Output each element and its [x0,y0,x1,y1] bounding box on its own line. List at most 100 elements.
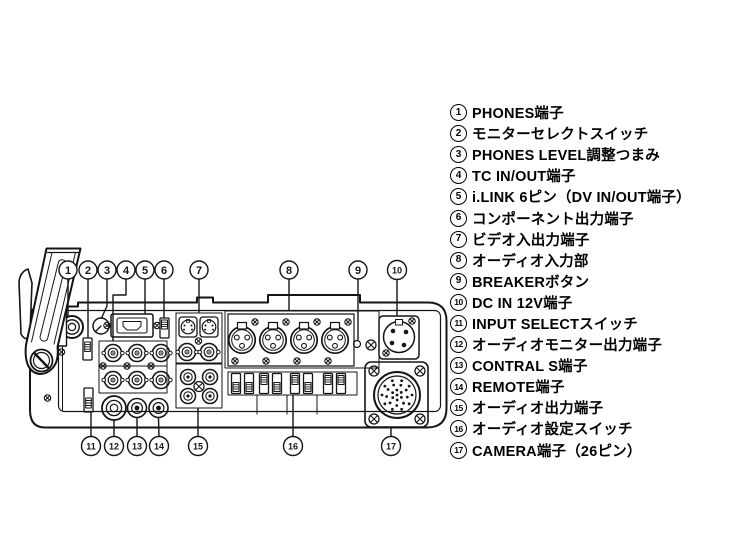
svg-text:11: 11 [86,442,96,452]
legend-item: 9 BREAKERボタン [450,271,691,292]
legend-item: 14 REMOTE端子 [450,376,691,397]
legend-item-number: 13 [450,357,467,375]
svg-text:10: 10 [392,266,402,276]
callout-11: 11 [80,411,102,457]
legend-item: 1 PHONES端子 [450,102,691,123]
legend-item-number: 8 [450,251,467,269]
callout-14: 14 [148,417,170,457]
legend-item-label: PHONES端子 [472,106,564,123]
legend-item: 10 DC IN 12V端子 [450,292,691,313]
callout-2: 2 [78,260,98,338]
legend-item-number: 15 [450,399,467,417]
audio-output-rca-group [179,368,219,405]
dc-in-connector [378,315,420,360]
legend-item: 17 CAMERA端子（26ピン） [450,440,691,461]
legend-item: 7 ビデオ入出力端子 [450,229,691,250]
callout-3: 3 [97,260,117,319]
legend-item-label: モニターセレクトスイッチ [472,127,649,144]
legend-item: 5 i.LINK 6ピン（DV IN/OUT端子） [450,186,691,207]
svg-text:2: 2 [85,265,91,277]
audio-monitor-output-jack [101,395,127,421]
callout-12: 12 [103,420,125,457]
callout-16: 16 [282,394,304,457]
ilink-connector [103,313,161,338]
callout-7: 7 [189,260,209,313]
legend-item-number: 6 [450,209,467,227]
legend-item: 11 INPUT SELECTスイッチ [450,313,691,334]
svg-text:16: 16 [288,442,298,452]
remote-jack [148,397,169,419]
callout-17: 17 [380,426,402,457]
audio-input-xlr-group [227,318,352,365]
callout-13: 13 [126,417,148,457]
legend-item-label: コンポーネント出力端子 [472,211,634,228]
legend-item-number: 1 [450,104,467,122]
control-s-jack [126,397,148,419]
callout-6: 6 [154,260,174,318]
camera-connector [364,361,429,428]
legend-item-label: オーディオ設定スイッチ [472,422,633,439]
strap-ear-bracket [18,268,33,340]
callout-5: 5 [135,260,155,314]
callout-4: 4 [112,260,136,342]
svg-text:4: 4 [123,265,130,277]
legend-item: 13 CONTRAL S端子 [450,355,691,376]
svg-text:1: 1 [65,265,71,277]
legend-item-label: オーディオ出力端子 [472,401,604,418]
svg-text:7: 7 [196,265,202,277]
legend-item-label: REMOTE端子 [472,380,565,397]
svg-text:6: 6 [161,265,167,277]
svg-text:3: 3 [104,265,110,277]
legend-item-label: CONTRAL S端子 [472,359,588,376]
callout-9: 9 [348,260,368,341]
video-termination-switch [159,317,170,339]
svg-text:12: 12 [109,442,119,452]
legend-item-number: 2 [450,125,467,143]
monitor-select-switch [82,337,93,361]
breaker-button [352,339,377,351]
legend-item-number: 14 [450,378,467,396]
legend-item-number: 9 [450,272,467,290]
legend-item-number: 5 [450,188,467,206]
legend-item-label: CAMERA端子（26ピン） [472,443,642,460]
camera-pin-array [380,379,414,411]
callout-15: 15 [187,407,209,457]
audio-setting-switches [230,372,347,395]
legend-item-label: BREAKERボタン [472,274,590,291]
legend-item-number: 17 [450,441,467,459]
legend-item-label: INPUT SELECTスイッチ [472,316,638,333]
legend-item: 6 コンポーネント出力端子 [450,207,691,228]
legend-item-number: 12 [450,336,467,354]
legend-list: 1 PHONES端子 2 モニターセレクトスイッチ 3 PHONES LEVEL調整つ… [450,102,691,461]
callout-10: 10 [386,259,408,316]
svg-text:13: 13 [132,442,142,452]
legend-item-label: PHONES LEVEL調整つまみ [472,148,660,165]
legend-item-number: 3 [450,146,467,164]
callout-8: 8 [279,260,299,311]
legend-item: 2 モニターセレクトスイッチ [450,123,691,144]
legend-item-label: i.LINK 6ピン（DV IN/OUT端子） [472,190,691,207]
svg-text:17: 17 [386,442,396,452]
svg-text:14: 14 [154,442,164,452]
legend-item: 15 オーディオ出力端子 [450,397,691,418]
legend-item-number: 4 [450,167,467,185]
legend-item-number: 11 [450,314,467,332]
legend-item-label: オーディオモニター出力端子 [472,338,663,355]
legend-item-label: ビデオ入出力端子 [472,232,590,249]
svg-text:8: 8 [286,265,292,277]
video-inout-group [175,316,221,362]
legend-item: 4 TC IN/OUT端子 [450,165,691,186]
legend-item-number: 7 [450,230,467,248]
svg-text:5: 5 [142,265,148,277]
input-select-switch [83,387,94,413]
legend-item-label: DC IN 12V端子 [472,295,573,312]
legend: 1 PHONES端子 2 モニターセレクトスイッチ 3 PHONES LEVEL調整つ… [450,102,691,461]
legend-item-number: 10 [450,293,467,311]
callout-1: 1 [58,260,78,317]
legend-item: 3 PHONES LEVEL調整つまみ [450,144,691,165]
legend-item-label: TC IN/OUT端子 [472,169,576,186]
